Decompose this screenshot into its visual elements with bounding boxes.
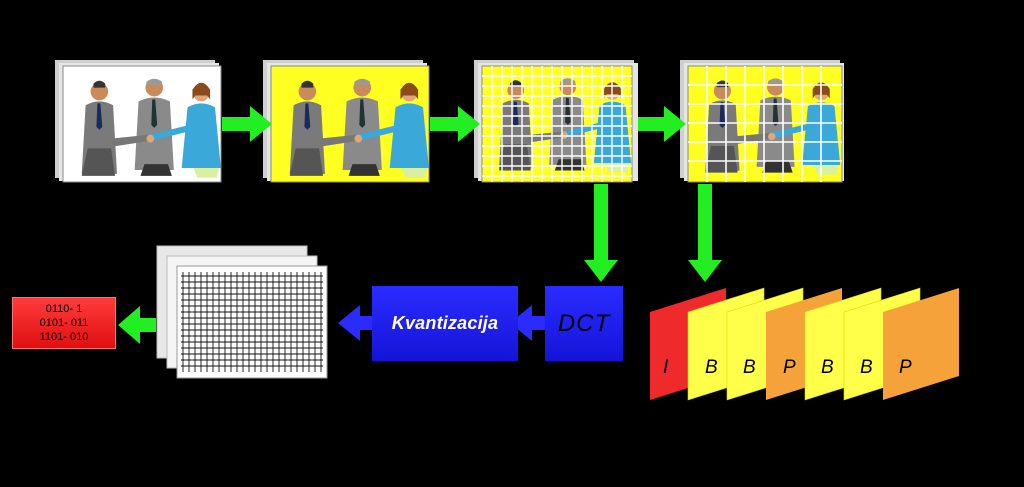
arrow-quantization-to-coefficients bbox=[338, 305, 374, 341]
frame-card-7 bbox=[883, 288, 959, 400]
binary-line-1: 0110- 1 bbox=[45, 303, 83, 315]
arrow-stage4-to-frame-sequence bbox=[688, 184, 722, 282]
dct-label: DCT bbox=[557, 309, 611, 337]
frame-stage-block-split bbox=[474, 60, 638, 183]
frame-label-7: P bbox=[899, 357, 912, 378]
coefficient-grid-stack bbox=[156, 245, 328, 379]
quantization-block: Kvantizacija bbox=[372, 286, 518, 361]
frame-sequence bbox=[650, 287, 959, 401]
frame-stage-original bbox=[55, 60, 222, 183]
frame-label-2: B bbox=[705, 357, 718, 378]
frame-label-4: P bbox=[783, 357, 796, 378]
binary-line-3: 1101- 010 bbox=[39, 331, 89, 343]
arrow-stage3-to-dct bbox=[584, 184, 618, 282]
frame-label-1: I bbox=[663, 357, 669, 378]
quantization-label: Kvantizacija bbox=[391, 313, 499, 333]
arrow-dct-to-quantization bbox=[510, 305, 546, 341]
frame-label-6: B bbox=[860, 357, 873, 378]
frame-stage-macroblocks bbox=[680, 60, 844, 183]
arrow-stage3-to-stage4 bbox=[638, 106, 686, 142]
arrow-stage1-to-stage2 bbox=[222, 106, 272, 142]
binary-output-box: 0110- 1 0101- 011 1101- 010 bbox=[12, 297, 116, 349]
arrow-stage2-to-stage3 bbox=[430, 106, 480, 142]
frame-label-5: B bbox=[821, 357, 834, 378]
frame-label-3: B bbox=[743, 357, 756, 378]
arrow-coefficients-to-binary bbox=[118, 306, 156, 344]
dct-block: DCT bbox=[545, 286, 623, 361]
binary-line-2: 0101- 011 bbox=[39, 317, 89, 329]
frame-stage-color-converted bbox=[263, 60, 430, 183]
